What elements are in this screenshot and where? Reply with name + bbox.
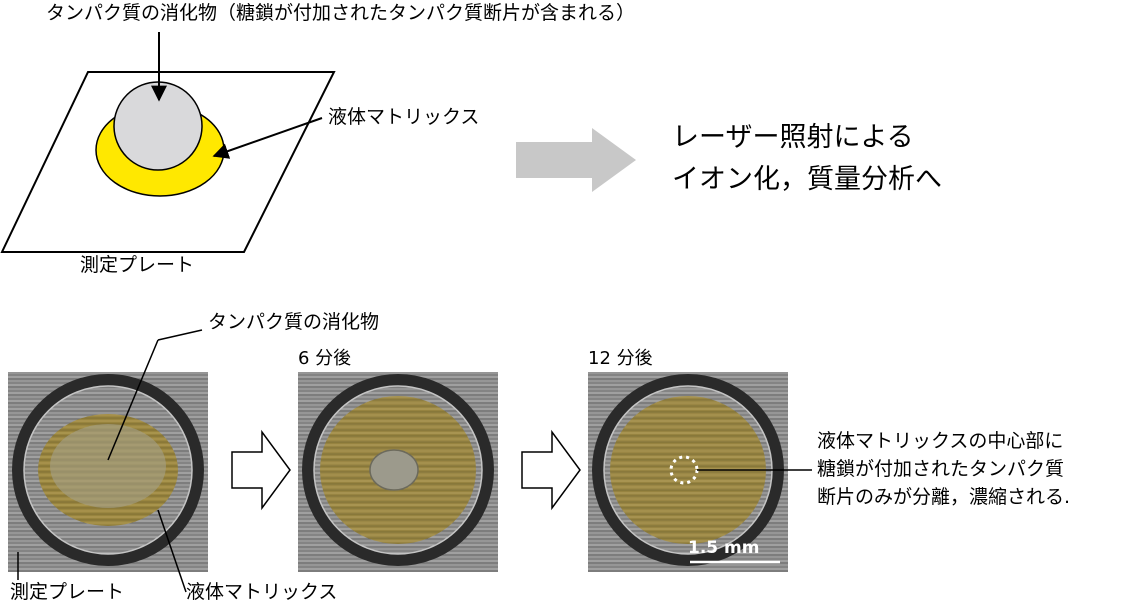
scale-bar-label: 1.5 mm [688, 538, 760, 558]
note-line-3: 断片のみが分離，濃縮される. [817, 486, 1071, 508]
photo-12min [588, 372, 812, 572]
plate-label-bottom: 測定プレート [10, 581, 125, 603]
photo-initial [8, 329, 208, 593]
step-arrow-icon-2 [521, 429, 581, 511]
note-line-2: 糖鎖が付加されたタンパク質 [817, 458, 1065, 480]
time-label-12min: 12 分後 [588, 348, 653, 369]
digest-pointer-photo [157, 329, 203, 341]
laser-arrow-icon [516, 128, 636, 192]
concentrated-droplet [369, 449, 419, 491]
laser-text-line1: レーザー照射による [672, 122, 914, 153]
liquid-matrix-label-bottom: 液体マトリックス [186, 581, 338, 603]
note-line-1: 液体マトリックスの中心部に [817, 430, 1064, 452]
digest-label-top: タンパク質の消化物（糖鎖が付加されたタンパク質断片が含まれる） [46, 2, 636, 24]
photo-6min [298, 372, 498, 572]
liquid-matrix-label-top: 液体マトリックス [328, 106, 480, 128]
matrix-pointer [212, 117, 323, 159]
time-label-6min: 6 分後 [298, 348, 352, 369]
matrix-pointer-photo [157, 509, 187, 593]
laser-text-line2: イオン化，質量分析へ [672, 164, 942, 195]
step-arrow-icon [231, 429, 291, 511]
plate-schematic [0, 32, 336, 253]
digest-label-bottom: タンパク質の消化物 [208, 311, 380, 333]
plate-label-top: 測定プレート [80, 254, 195, 276]
